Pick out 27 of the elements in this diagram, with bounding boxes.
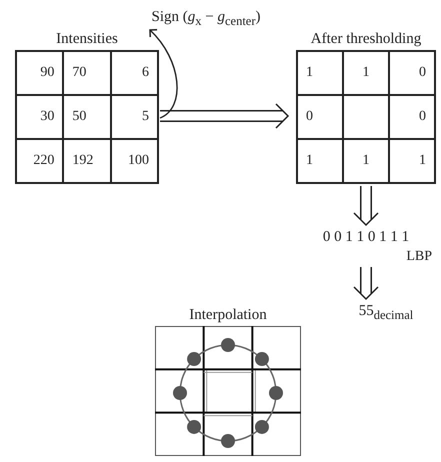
table-cell: 6 xyxy=(110,51,158,95)
double-arrow xyxy=(353,267,379,300)
table-cell: 50 xyxy=(63,95,111,139)
formula-text: Sign (g$_{x}$ − g$_{center}$) xyxy=(150,8,262,30)
binary-code: 0 0 1 1 0 1 1 1 xyxy=(322,228,410,247)
table-cell: 0 xyxy=(389,51,435,95)
double-arrow xyxy=(160,103,289,129)
table-cell: 30 xyxy=(16,95,64,139)
table-cell: 1 xyxy=(297,139,343,183)
table-cell: 1 xyxy=(343,51,389,95)
table-cell: 1 xyxy=(343,139,389,183)
caption-text: LBP xyxy=(405,248,432,266)
double-arrow xyxy=(353,186,379,226)
table-cell: 1 xyxy=(297,51,343,95)
grid-heading: Interpolation xyxy=(188,306,268,325)
table-cell: 192 xyxy=(63,139,111,183)
grid-heading: After thresholding xyxy=(310,30,422,49)
table-cell: 100 xyxy=(110,139,158,183)
table-cell: 0 xyxy=(297,95,343,139)
table-cell: 1 xyxy=(389,139,435,183)
decimal-value: 55$_{decimal}$ xyxy=(358,302,414,324)
table-cell: 220 xyxy=(16,139,64,183)
table-cell: 90 xyxy=(16,51,64,95)
table-cell: 70 xyxy=(63,51,111,95)
grid-heading: Intensities xyxy=(55,30,119,49)
table-cell: 0 xyxy=(389,95,435,139)
table-cell: 5 xyxy=(110,95,158,139)
